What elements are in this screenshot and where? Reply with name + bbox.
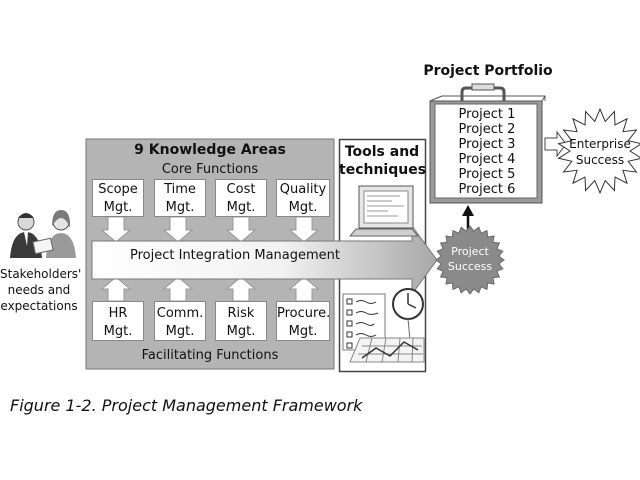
stakeholders-line2: needs and xyxy=(7,283,71,297)
enterprise-success-burst xyxy=(557,107,640,195)
procure-mgt-card: Procure. Mgt. xyxy=(276,301,330,341)
procure-mgt-line1: Procure. xyxy=(277,306,331,321)
project-success-line2: Success xyxy=(447,260,493,273)
figure-caption: Figure 1-2. Project Management Framework xyxy=(10,396,363,415)
time-mgt-card: Time Mgt. xyxy=(154,179,206,217)
enterprise-success-line2: Success xyxy=(575,153,625,167)
project-item: Project 5 xyxy=(458,167,516,182)
core-down-arrows xyxy=(100,216,320,243)
project-success-line1: Project xyxy=(451,245,489,258)
chart-grid-icon xyxy=(349,337,425,363)
tools-title-line2: techniques xyxy=(339,162,427,178)
cost-mgt-card: Cost Mgt. xyxy=(215,179,267,217)
enterprise-success-line1: Enterprise xyxy=(569,137,631,151)
facilitating-up-arrows xyxy=(100,276,320,302)
project-success-label: Project Success xyxy=(440,244,500,274)
time-mgt-line1: Time xyxy=(164,182,196,197)
stakeholders-line3: expectations xyxy=(0,299,78,313)
integration-arrow xyxy=(91,224,438,296)
facilitating-functions-label: Facilitating Functions xyxy=(141,348,279,363)
project-item: Project 2 xyxy=(458,122,516,137)
quality-mgt-line2: Mgt. xyxy=(288,200,318,215)
hr-mgt-line2: Mgt. xyxy=(103,324,133,339)
comm-mgt-line1: Comm. xyxy=(156,306,204,321)
project-success-seal xyxy=(435,225,505,295)
integration-label: Project Integration Management xyxy=(130,248,341,263)
risk-mgt-card: Risk Mgt. xyxy=(215,301,267,341)
right-arrow xyxy=(544,130,567,158)
briefcase-icon xyxy=(429,83,546,204)
portfolio-title: Project Portfolio xyxy=(423,63,553,79)
stakeholders-label: Stakeholders' needs and expectations xyxy=(0,266,82,314)
knowledge-areas-title: 9 Knowledge Areas xyxy=(134,142,286,158)
comm-mgt-card: Comm. Mgt. xyxy=(154,301,206,341)
tools-title-line1: Tools and xyxy=(344,144,420,160)
core-functions-label: Core Functions xyxy=(161,162,259,177)
hr-mgt-card: HR Mgt. xyxy=(92,301,144,341)
risk-mgt-line2: Mgt. xyxy=(226,324,256,339)
project-item: Project 3 xyxy=(458,137,516,152)
computer-monitor-icon xyxy=(348,185,420,237)
cost-mgt-line2: Mgt. xyxy=(226,200,256,215)
risk-mgt-line1: Risk xyxy=(227,306,255,321)
project-item: Project 1 xyxy=(458,107,516,122)
project-item: Project 6 xyxy=(458,182,516,197)
project-item: Project 4 xyxy=(458,152,516,167)
scope-mgt-card: Scope Mgt. xyxy=(92,179,144,217)
time-mgt-line2: Mgt. xyxy=(165,200,195,215)
clock-icon xyxy=(392,288,424,341)
cost-mgt-line1: Cost xyxy=(226,182,256,197)
enterprise-success-label: Enterprise Success xyxy=(563,136,637,168)
hr-mgt-line1: HR xyxy=(108,306,128,321)
tools-title: Tools and techniques xyxy=(339,143,427,179)
comm-mgt-line2: Mgt. xyxy=(165,324,195,339)
procure-mgt-line2: Mgt. xyxy=(288,324,318,339)
scope-mgt-line2: Mgt. xyxy=(103,200,133,215)
quality-mgt-card: Quality Mgt. xyxy=(276,179,330,217)
scope-mgt-line1: Scope xyxy=(98,182,138,197)
stakeholders-illustration xyxy=(10,210,76,258)
quality-mgt-line1: Quality xyxy=(279,182,327,197)
stakeholders-line1: Stakeholders' xyxy=(0,267,82,281)
